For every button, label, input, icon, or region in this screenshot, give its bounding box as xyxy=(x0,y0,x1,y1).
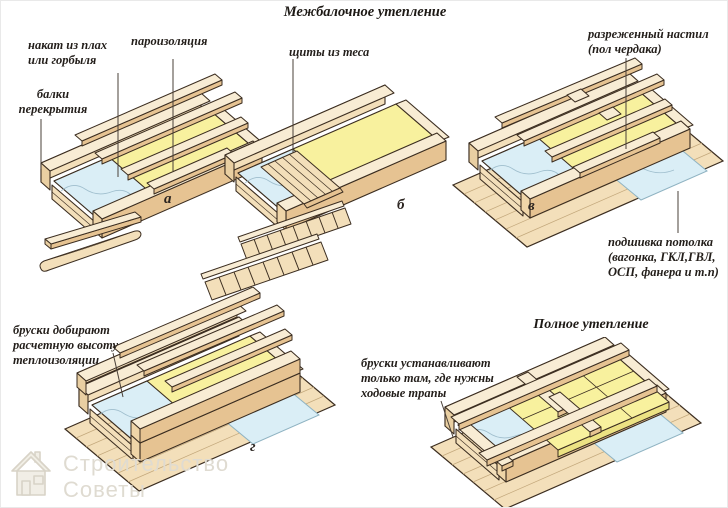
figure-g-diagram xyxy=(63,287,337,492)
inserted-shield xyxy=(260,150,344,209)
shield-panel-1 xyxy=(237,200,352,261)
label-balki: балки перекрытия xyxy=(18,87,88,116)
label-podshivka: подшивка потолка (вагонка, ГКЛ,ГВЛ, ОСП,… xyxy=(608,235,719,279)
plank-layer xyxy=(74,73,249,195)
label-paroizolyaciya: пароизоляция xyxy=(131,34,208,48)
figure-letter-a: а xyxy=(164,191,172,207)
shield-panel-2 xyxy=(200,233,329,301)
watermark-line2: Советы xyxy=(63,477,146,502)
main-title: Межбалочное утепление xyxy=(283,4,447,20)
sparse-decking xyxy=(494,57,673,179)
figure-v-diagram xyxy=(451,57,725,248)
label-bruski-ustanavlivayut: бруски устанавливают только там, где нуж… xyxy=(361,356,494,400)
full-insulation-title: Полное утепление xyxy=(533,317,649,332)
house-icon xyxy=(11,451,51,496)
figure-b-diagram xyxy=(200,84,450,301)
label-shchity: щиты из теса xyxy=(289,45,370,59)
figure-a-diagram xyxy=(39,73,266,272)
figure-full-diagram xyxy=(429,337,703,507)
walk-bars xyxy=(450,342,658,472)
figure-letter-b: б xyxy=(397,197,405,213)
loose-planks xyxy=(39,211,142,272)
label-nastil: разреженный настил (пол чердака) xyxy=(588,27,709,56)
watermark-line1: Строительство xyxy=(63,451,230,476)
plank-layer xyxy=(112,287,293,393)
site-watermark: Строительство Советы xyxy=(7,445,229,503)
label-nakat: накат из плах или горбыля xyxy=(28,38,108,67)
label-bruski-dobirayut: бруски добирают расчетную высоту теплоиз… xyxy=(13,323,118,367)
figure-letter-g: г xyxy=(250,439,256,455)
figure-letter-v: в xyxy=(528,198,535,214)
